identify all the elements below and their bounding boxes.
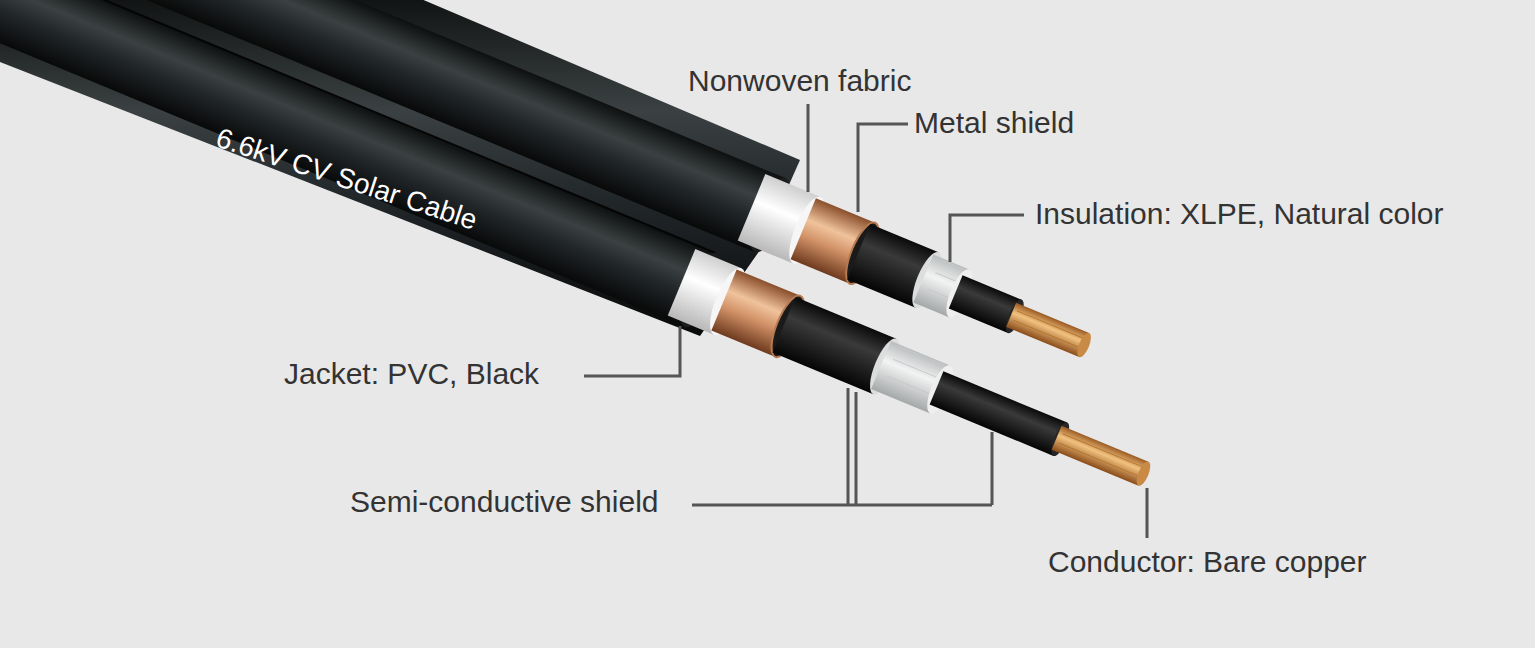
part-label: Nonwoven fabric — [688, 64, 911, 99]
part-label: Conductor: Bare copper — [1048, 545, 1367, 580]
leader-lines — [584, 104, 1147, 538]
part-label: Insulation: XLPE, Natural color — [1035, 197, 1444, 232]
lower-cable — [0, 0, 1163, 513]
part-label: Semi-conductive shield — [350, 485, 658, 520]
part-label: Metal shield — [914, 106, 1074, 141]
part-label: Jacket: PVC, Black — [284, 357, 539, 392]
